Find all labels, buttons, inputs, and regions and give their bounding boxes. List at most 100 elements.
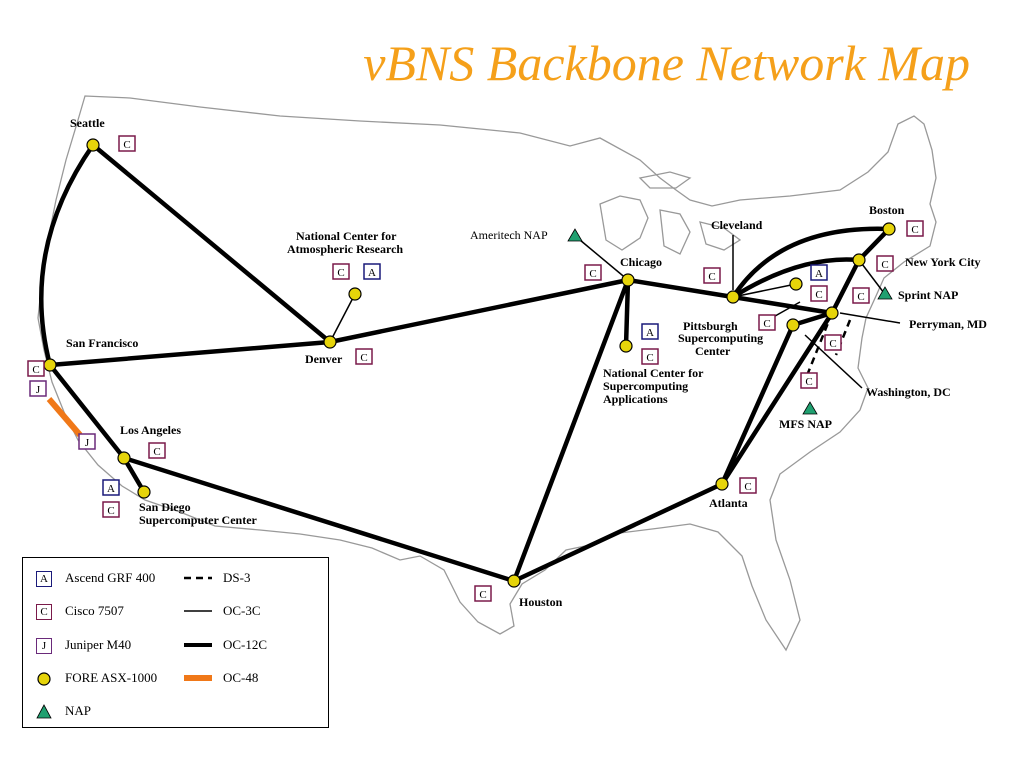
legend-oc48-label: OC-48 [223, 670, 259, 685]
legend-oc12c-label: OC-12C [223, 637, 268, 652]
legend-oc48-line [184, 675, 212, 681]
badge-newyork-cisco[interactable]: C [876, 255, 894, 272]
link-chicago-cleveland [625, 277, 736, 300]
badge-ncsa-ascend[interactable]: A [641, 323, 659, 340]
link-losangeles-houston [121, 455, 517, 584]
label-cleveland: Cleveland [711, 218, 763, 232]
svg-text:C: C [32, 364, 39, 376]
badge-houston-cisco[interactable]: C [474, 585, 492, 602]
svg-text:C: C [881, 259, 888, 271]
badge-seattle-cisco[interactable]: C [118, 135, 136, 152]
link-oc48 [46, 397, 83, 437]
label-washington: Washington, DC [866, 385, 951, 399]
legend-nap-label: NAP [65, 703, 92, 718]
us-outline [37, 95, 937, 652]
node-san-diego[interactable] [137, 485, 151, 499]
legend-juniper-label: Juniper M40 [65, 637, 132, 652]
legend-ascend-icon: A [36, 571, 52, 587]
nap-sprint[interactable] [877, 286, 893, 300]
label-denver: Denver [305, 352, 343, 366]
node-ncar[interactable] [348, 287, 362, 301]
badge-ncar-cisco[interactable]: C [332, 263, 350, 280]
svg-text:A: A [815, 268, 823, 280]
link-chicago-ncsa [623, 277, 631, 349]
label-ncsa-2: Supercomputing [603, 379, 688, 393]
svg-text:A: A [646, 327, 654, 339]
badge-la-cisco[interactable]: C [148, 442, 166, 459]
link-washington-perryman [790, 310, 835, 328]
legend-cisco-icon: C [36, 604, 52, 620]
svg-text:C: C [589, 268, 596, 280]
node-boston[interactable] [882, 222, 896, 236]
link-boston-newyork [856, 226, 892, 263]
svg-text:C: C [763, 318, 770, 330]
svg-text:C: C [107, 505, 114, 517]
link-perryman-washington-ds3 [834, 319, 852, 356]
label-chicago: Chicago [620, 255, 662, 269]
node-atlanta[interactable] [715, 477, 729, 491]
node-chicago[interactable] [621, 273, 635, 287]
label-ncar-1: National Center for [296, 229, 397, 243]
badge-chicago-cisco[interactable]: C [584, 264, 602, 281]
legend-juniper-icon: J [36, 638, 52, 654]
svg-text:C: C [911, 224, 918, 236]
badge-denver-cisco[interactable]: C [355, 348, 373, 365]
link-cleveland-psc [732, 283, 797, 298]
link-seattle-sanfrancisco [39, 142, 96, 368]
nap-mfs[interactable] [802, 401, 818, 415]
node-washington[interactable] [786, 318, 800, 332]
badge-cleveland-cisco[interactable]: C [703, 267, 721, 284]
node-san-francisco[interactable] [43, 358, 57, 372]
link-cleveland-newyork [730, 257, 862, 300]
node-ncsa[interactable] [619, 339, 633, 353]
legend-oc3c-label: OC-3C [223, 603, 261, 618]
svg-text:J: J [85, 437, 90, 449]
badge-boston-cisco[interactable]: C [906, 220, 924, 237]
badge-sandiego-cisco[interactable]: C [102, 501, 120, 518]
badge-psc-ascend[interactable]: A [810, 264, 828, 281]
label-san-francisco: San Francisco [66, 336, 138, 350]
badge-psc-cisco[interactable]: C [810, 285, 828, 302]
badge-sandiego-ascend[interactable]: A [102, 479, 120, 496]
label-psc-1: Pittsburgh [683, 319, 738, 333]
node-denver[interactable] [323, 335, 337, 349]
legend-fore-label: FORE ASX-1000 [65, 670, 158, 685]
node-cleveland[interactable] [726, 290, 740, 304]
nap-ameritech[interactable] [567, 228, 583, 242]
legend-oc3c-line [184, 610, 212, 612]
link-chicago-houston [511, 277, 631, 584]
label-mfs-nap: MFS NAP [779, 417, 832, 431]
badge-ncsa-cisco[interactable]: C [641, 348, 659, 365]
svg-text:A: A [107, 483, 115, 495]
badge-mfs-cisco[interactable]: C [800, 372, 818, 389]
node-seattle[interactable] [86, 138, 100, 152]
node-houston[interactable] [507, 574, 521, 588]
pointer-washington [804, 334, 863, 389]
badge-atlanta-cisco[interactable]: C [739, 477, 757, 494]
great-lakes-outline [599, 171, 742, 255]
badge-sf-juniper[interactable]: J [29, 380, 47, 397]
link-sanfrancisco-losangeles [47, 362, 127, 461]
badge-la-juniper[interactable]: J [78, 433, 96, 450]
label-ncsa-1: National Center for [603, 366, 704, 380]
link-seattle-denver [90, 142, 333, 345]
label-psc-3: Center [695, 344, 731, 358]
svg-text:C: C [805, 376, 812, 388]
legend-fore-icon [37, 672, 51, 686]
badge-sprint-cisco[interactable]: C [852, 287, 870, 304]
legend-cisco-label: Cisco 7507 [65, 603, 124, 618]
label-perryman: Perryman, MD [909, 317, 987, 331]
node-psc[interactable] [789, 277, 803, 291]
badge-sf-cisco[interactable]: C [27, 360, 45, 377]
node-perryman[interactable] [825, 306, 839, 320]
badge-washington-cisco[interactable]: C [758, 314, 776, 331]
pointer-perryman [839, 312, 901, 324]
badge-ncar-ascend[interactable]: A [363, 263, 381, 280]
node-new-york[interactable] [852, 253, 866, 267]
svg-text:C: C [360, 352, 367, 364]
legend-ds3-line [184, 576, 212, 580]
badge-perryman-cisco[interactable]: C [824, 334, 842, 351]
node-los-angeles[interactable] [117, 451, 131, 465]
svg-text:C: C [646, 352, 653, 364]
